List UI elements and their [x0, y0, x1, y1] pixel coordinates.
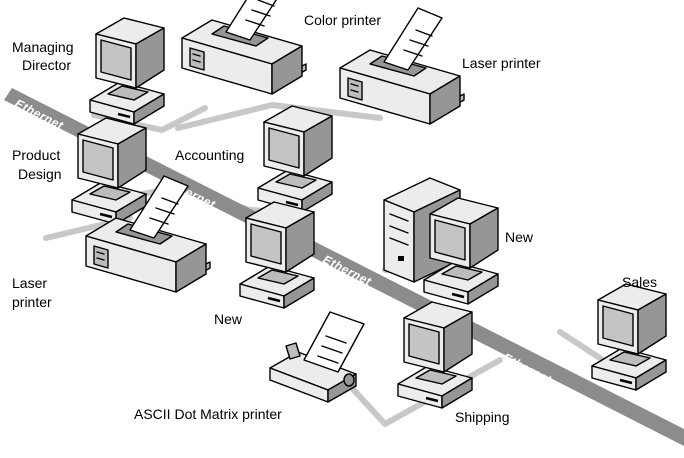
new-server-label: New: [505, 229, 534, 245]
new-workstation: [240, 202, 314, 308]
ascii-printer-label: ASCII Dot Matrix printer: [134, 406, 282, 422]
laser-printer-left-label: Laser printer: [12, 275, 52, 310]
product-design-label: Product Design: [12, 147, 64, 182]
new-workstation-label: New: [214, 311, 243, 327]
laser-printer-top-label: Laser printer: [462, 55, 541, 71]
sales-workstation: [592, 284, 666, 390]
managing-director-label: Managing Director: [12, 39, 77, 73]
managing-director-workstation: [90, 18, 164, 124]
color-printer: [182, 0, 306, 94]
accounting-workstation: [258, 106, 332, 212]
new-server-workstation: [424, 198, 498, 304]
sales-label: Sales: [622, 274, 657, 290]
product-design-workstation: [72, 118, 146, 224]
accounting-label: Accounting: [175, 147, 244, 163]
shipping-label: Shipping: [455, 409, 510, 425]
ascii-dot-matrix-printer: [270, 312, 364, 402]
color-printer-label: Color printer: [304, 12, 381, 28]
shipping-workstation: [398, 302, 472, 408]
